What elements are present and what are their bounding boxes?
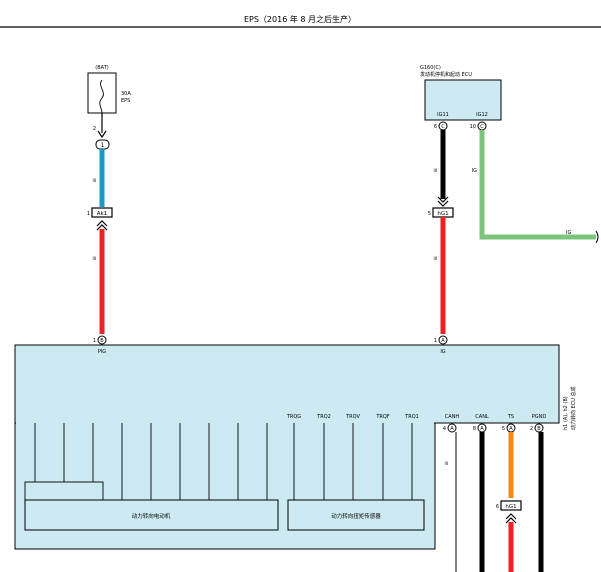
wire-code-2: III (92, 256, 96, 261)
green-wire-label: IG (472, 168, 477, 174)
ecu-pin-ig12-conn: C (480, 124, 484, 130)
pgnd-pin-conn: B (537, 426, 541, 432)
signal-trqg: TRQG (286, 414, 301, 420)
fuse-connector-label: 1 (101, 142, 105, 149)
page-title: EPS（2016 年 8 月之后生产） (244, 14, 356, 24)
torque-sensor-box (287, 499, 425, 531)
wire-break-icon (595, 230, 599, 244)
wire-code-1: III (92, 178, 96, 183)
engine-stop-start-ecu: G160(C) 发动机停机和起动 ECU IG11 IG12 6 C 10 C (420, 65, 502, 131)
fuse-source-label: (BAT) (95, 65, 108, 71)
ig-pin-conn: A (441, 338, 445, 344)
junction-hg1-arrow-icon (437, 196, 449, 207)
ecu-side-label-2: 动力转向 ECU 总成 (570, 387, 577, 431)
fuse-box (87, 72, 117, 114)
ecu-name: 发动机停机和起动 ECU (420, 71, 472, 78)
ig-pin-label: IG (440, 349, 445, 355)
ecu-pin-ig12: IG12 (476, 112, 488, 118)
fuse-block: (BAT) 30A EPS 2 1 (87, 65, 131, 150)
steering-motor-label: 动力转向电动机 (132, 512, 171, 520)
ig-pin-connector (438, 335, 448, 345)
fuse-arrow-icon (97, 130, 107, 139)
fuse-icon (99, 79, 104, 114)
junction-ak1-arrow-icon (96, 220, 108, 231)
signal-trqf: TRQF (375, 414, 389, 420)
ts-pin-conn: A (509, 426, 513, 432)
fuse-name: EPS (121, 98, 130, 104)
junction-hg1b-arrow-icon (505, 513, 517, 524)
bus-pin-ts-label: TS (507, 414, 514, 420)
steering-motor-box (24, 499, 279, 531)
junction-hg1-number: 5 (428, 211, 431, 217)
junction-hg1-label: hG1 (437, 211, 448, 217)
signal-trq1: TRQ1 (404, 414, 419, 420)
pig-pin-conn: B (100, 338, 104, 344)
junction-ak1: 1 Ak1 (87, 207, 113, 231)
ecu-main-upper (14, 344, 560, 424)
fuse-rating: 30A (121, 91, 131, 97)
ecu-pin-ig11-number: 6 (434, 124, 437, 130)
pig-pin-label: PIG (98, 349, 106, 355)
wire-green-ig12 (479, 130, 596, 240)
pgnd-pin-number: 2 (530, 426, 533, 432)
ecu-pin-ig11-conn: C (441, 124, 445, 130)
ecu-box (424, 79, 502, 121)
junction-hg1b-label: hG1 (505, 504, 516, 510)
wire-code-5: III (444, 461, 448, 466)
canh-pin-conn: A (450, 426, 454, 432)
canl-pin-number: 8 (473, 426, 476, 432)
junction-hg1-top: 5 hG1 (428, 207, 454, 218)
ecu-internal-lines (34, 423, 413, 500)
torque-sensor-label: 动力转向扭矩传感器 (331, 512, 381, 520)
ts-pin-number: 5 (502, 426, 505, 432)
bus-pin-pgnd-label: PGND (532, 414, 547, 420)
junction-hg1b-number: 6 (496, 504, 499, 510)
bus-pin-canl-label: CANL (475, 414, 489, 420)
ig-pin-number: 1 (434, 338, 437, 344)
junction-hg1b-box (500, 500, 522, 511)
ecu-code: G160(C) (420, 65, 441, 71)
junction-ak1-box (91, 207, 113, 218)
junction-hg1-bottom: 6 hG1 (496, 500, 522, 524)
ecu-side-label-1: h1 (A), h2 (B) (563, 396, 569, 430)
wire-code-3: III (433, 168, 437, 173)
ecu-pin-ig11: IG11 (437, 112, 449, 118)
signal-trq2: TRQ2 (316, 414, 331, 420)
wire-code-4: III (433, 256, 437, 261)
fuse-pin-number: 2 (93, 126, 96, 132)
green-wire-right-label: IG (566, 230, 571, 236)
pig-pin-connector (97, 335, 107, 345)
canl-pin-conn: A (480, 426, 484, 432)
canh-pin-number: 4 (443, 426, 446, 432)
junction-ak1-label: Ak1 (97, 211, 107, 217)
signal-trqv: TRQV (345, 414, 360, 420)
canh-pin-connector (447, 423, 457, 433)
power-steering-ecu: B 1 PIG A 1 IG TRQG TRQ2 TRQV TRQF TRQ1 … (14, 335, 577, 550)
pig-pin-number: 1 (93, 338, 96, 344)
junction-ak1-number: 1 (87, 211, 90, 217)
ecu-pin-ig12-number: 10 (470, 124, 476, 130)
bus-pin-canh-label: CANH (445, 414, 460, 420)
